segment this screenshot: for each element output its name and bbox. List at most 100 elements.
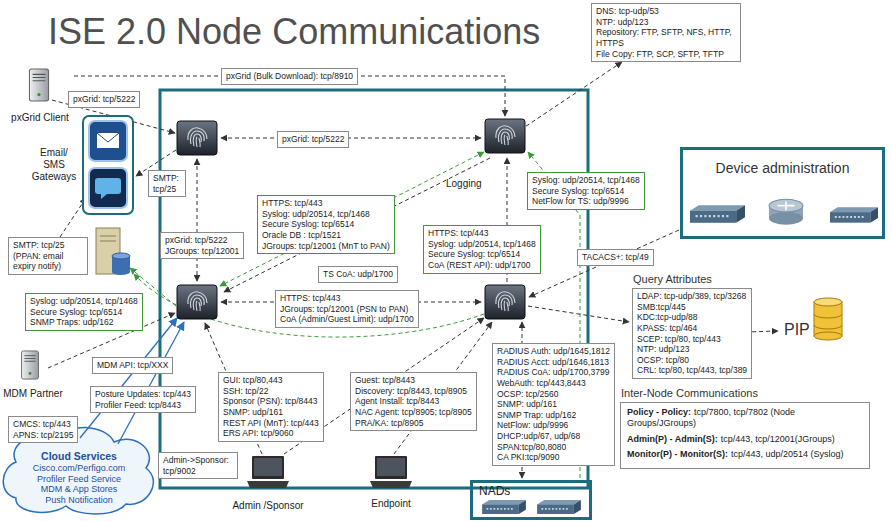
port-box: SMTP: tcp/25 <box>148 170 186 197</box>
port-box: HTTPS: tcp/443Syslog: udp/20514, tcp/146… <box>257 195 395 254</box>
pan-node-icon <box>177 121 217 155</box>
text-line: SMB:tcp/445 <box>637 302 747 313</box>
text-line: CRL: tcp/80, tcp/443, tcp/389 <box>637 365 747 376</box>
text-line: RADIUS CoA: udp/1700,3799 <box>497 367 610 378</box>
text-line: Profiler Feed: tcp/8443 <box>95 400 191 411</box>
text-line: NetFlow for TS: udp/9996 <box>532 196 640 207</box>
gateway-panel <box>83 116 133 214</box>
psn-node-icon <box>485 285 525 319</box>
text-line: Endpoint <box>358 498 424 510</box>
text-line: CoA (Admin/Guest Limit): udp/1700 <box>280 314 414 325</box>
text-line: MDM API: tcp/XXX <box>97 360 168 371</box>
dashed-link <box>221 138 481 139</box>
dashed-link <box>528 306 629 322</box>
text-line: Syslog: udp/20514, tcp/1468 <box>428 239 536 250</box>
text-line: CA PKI:tcp/9090 <box>497 452 610 463</box>
bold-label: Monitor(P) - Monitor(S): <box>627 449 728 459</box>
text-line: PRA/KA: tcp/8905 <box>355 418 472 429</box>
database-cylinder <box>112 253 130 259</box>
text-line: KDC:tcp-udp/88 <box>637 312 747 323</box>
port-box: DNS: tcp-udp/53NTP: udp/123Repository: F… <box>591 3 741 62</box>
text-line: NetFlow: udp/9996 <box>497 420 610 431</box>
port-box: HTTPS: tcp/443JGroups: tcp/12001 (PSN to… <box>275 290 419 328</box>
pxgrid-client-server <box>29 69 48 101</box>
diagram-title: ISE 2.0 Node Communications <box>48 12 540 52</box>
text-line: Secure Syslog: tcp/6514 <box>428 249 536 260</box>
text-line: HTTPS: tcp/443 <box>280 293 414 304</box>
pip-database <box>814 332 842 340</box>
labeled-icon: Logging <box>446 116 526 190</box>
bold-label: Policy - Policy: <box>627 407 691 417</box>
labeled-icon: Device administration <box>680 147 885 239</box>
text-line: SNMP: udp/161 <box>497 399 610 410</box>
text-line: PIP <box>784 320 848 339</box>
port-box: TACACS+: tcp/49 <box>577 249 654 266</box>
port-box: Syslog: udp/20514, tcp/1468Secure Syslog… <box>527 172 645 210</box>
text-line: Cisco.com/Perfigo.com <box>14 463 144 474</box>
text-line: SMTP: tcp/25 <box>153 173 181 194</box>
text-line: RADIUS Acct: udp/1646,1813 <box>497 357 610 368</box>
group-heading: Query Attributes <box>633 273 712 287</box>
laptop-icon <box>247 456 289 488</box>
email-icon <box>89 121 127 161</box>
laptop-icon <box>370 456 412 488</box>
text-line: Syslog: udp/20514, tcp/1468 <box>262 209 390 220</box>
port-box: CMCS: tcp/443APNS: tcp/2195 <box>8 416 78 443</box>
text-line: GUI: tcp/80,443 <box>223 375 319 386</box>
text-line: JGroups: tcp/12001 (PSN to PAN) <box>280 304 414 315</box>
labeled-icon: MDM Partner <box>2 348 64 400</box>
text-line: Sponsor (PSN): tcp/8443 <box>223 396 319 407</box>
port-box: MDM API: tcp/XXX <box>92 357 173 374</box>
text-line: Policy - Policy:tcp/7800, tcp/7802 (Node… <box>627 407 863 430</box>
port-box: GUI: tcp/80,443SSH: tcp/22Sponsor (PSN):… <box>218 372 324 442</box>
connector <box>526 62 622 126</box>
text-line: HTTPS: tcp/443 <box>262 198 390 209</box>
dashed-link <box>529 230 679 297</box>
text-line: Repository: FTP, SFTP, NFS, HTTP, HTTPS <box>596 27 736 48</box>
text-line: Monitor(P) - Monitor(S):tcp/443, udp/205… <box>627 449 863 460</box>
text-line: JGroups: tcp/12001 (MnT to PAN) <box>262 241 390 252</box>
text-line: APNS: tcp/2195 <box>13 430 73 441</box>
text-line: SMTP: tcp/25 <box>13 240 83 251</box>
port-box: Posture Updates: tcp/443Profiler Feed: t… <box>90 386 196 413</box>
text-line: DHCP:udp/67, udp/68 <box>497 431 610 442</box>
text-line: Secure Syslog: tcp/6514 <box>30 307 138 318</box>
text-line: Logging <box>446 178 526 190</box>
text-line: LDAP: tcp-udp/389, tcp/3268 <box>637 291 747 302</box>
text-line: SCEP: tcp/80, tcp/443 <box>637 334 747 345</box>
labeled-icon: Email/ SMS Gateways <box>30 140 78 190</box>
labeled-icon: pxGrid Client <box>6 66 74 124</box>
text-line: HTTPS: tcp/443 <box>428 228 536 239</box>
text-line: (PPAN: email expiry notify) <box>13 251 83 272</box>
pip-database <box>814 302 842 336</box>
port-box: Query AttributesLDAP: tcp-udp/389, tcp/3… <box>632 288 752 379</box>
text-line: SNMP: udp/161 <box>223 407 319 418</box>
text-line: Admin(P) - Admin(S):tcp/443, tcp/12001(J… <box>627 434 863 445</box>
text-line: Admin->Sponsor: tcp/9002 <box>163 455 233 476</box>
text-line: CoA (REST API): udp/1700 <box>428 260 536 271</box>
database-cylinder <box>112 269 130 275</box>
dashed-link <box>197 159 198 281</box>
labeled-icon: PIP <box>778 300 848 360</box>
port-box: Inter-Node CommunicationsPolicy - Policy… <box>620 402 870 469</box>
labeled-icon: Endpoint <box>358 452 424 510</box>
labeled-icon: NADs <box>470 480 592 520</box>
text-line: Cloud Services <box>14 450 144 463</box>
text-line: REST API (MnT): tcp/443 <box>223 418 319 429</box>
pip-database <box>814 314 842 329</box>
text-line: CMCS: tcp/443 <box>13 419 73 430</box>
text-line: JGroups: tcp/12001 <box>165 246 239 257</box>
syslog-link <box>134 274 484 337</box>
text-line: Posture Updates: tcp/443 <box>95 389 191 400</box>
text-line: Agent Install: tcp/8443 <box>355 396 472 407</box>
text-line: Syslog: udp/20514, tcp/1468 <box>532 175 640 186</box>
text-line: SPAN:tcp/80,8080 <box>497 442 610 453</box>
text-line: Oracle DB : tcp/1521 <box>262 230 390 241</box>
switch-icon <box>482 500 526 514</box>
text-line: MDM & App Stores <box>14 484 144 495</box>
edge-label: pxGrid (Bulk Download): tcp/8910 <box>221 68 358 85</box>
group-heading: Inter-Node Communications <box>621 387 758 401</box>
text-line: OCSP: tcp/2560 <box>497 389 610 400</box>
port-box: Admin->Sponsor: tcp/9002 <box>158 452 238 479</box>
